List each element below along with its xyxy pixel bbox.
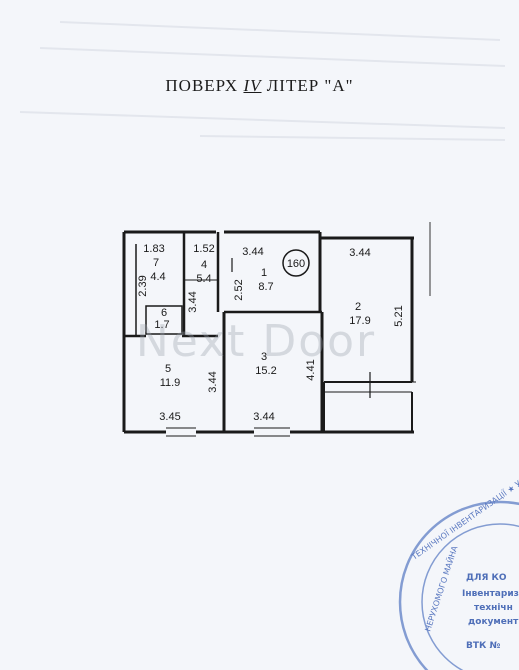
dim-r2-top: 3.44 (349, 247, 370, 259)
walls (122, 230, 416, 437)
dim-r2-side: 5.21 (393, 305, 405, 326)
dim-r3-bottom: 3.44 (253, 411, 274, 423)
stamp-arc-text: ТЕХНІЧНОЇ ІНВЕНТАРИЗАЦІЇ ★ УКРАЇ (409, 467, 519, 562)
page-title: ПОВЕРХ IV ЛІТЕР "А" (0, 76, 519, 96)
room-2-id: 2 (355, 301, 361, 313)
room-6-id: 6 (161, 307, 167, 319)
stamp-line-3: технічн (474, 602, 513, 613)
dim-r1-top: 3.44 (242, 246, 263, 258)
room-1-id: 1 (261, 267, 267, 279)
room-6-area: 1.7 (154, 319, 169, 331)
badge-160: 160 (282, 249, 310, 277)
dim-r4-top: 1.52 (193, 243, 214, 255)
title-floor-number: IV (243, 76, 262, 95)
room-5-area: 11.9 (160, 377, 181, 389)
stamp-line-1: ДЛЯ КО (466, 573, 507, 583)
stamp-arc-text-2: НЕРУХОМОГО МАЙНА (421, 544, 459, 633)
title-prefix: ПОВЕРХ (165, 76, 244, 95)
stamp-line-4: документ (468, 617, 519, 627)
stamp-line-5: ВТК № (466, 641, 500, 651)
dimension-labels: 1.83 1.52 3.44 3.44 2.39 3.44 2.52 5.21 … (137, 243, 405, 423)
room-3-id: 3 (261, 351, 267, 363)
stamp-line-2: Інвентариза (462, 589, 519, 599)
dim-r7-side: 2.39 (137, 275, 149, 296)
inventory-stamp: ТЕХНІЧНОЇ ІНВЕНТАРИЗАЦІЇ ★ УКРАЇ НЕРУХОМ… (398, 467, 519, 670)
room-2-area: 17.9 (349, 315, 370, 327)
room-7-area: 4.4 (150, 271, 165, 283)
title-suffix: ЛІТЕР "А" (261, 76, 354, 95)
bleed-through-lines (19, 21, 506, 141)
room-1-area: 8.7 (258, 281, 273, 293)
dim-r5-bottom: 3.45 (159, 411, 180, 423)
room-7-id: 7 (153, 257, 159, 269)
room-4-area: 5.4 (196, 273, 211, 285)
badge-label: 160 (287, 258, 305, 270)
dim-r3-side: 4.41 (305, 359, 317, 380)
dim-r1-side: 2.52 (233, 279, 245, 300)
room-5-id: 5 (165, 363, 171, 375)
room-labels: 7 4.4 4 5.4 1 8.7 2 17.9 6 1.7 3 15.2 5 … (150, 257, 370, 389)
dim-r5-side: 3.44 (207, 371, 219, 392)
room-3-area: 15.2 (255, 365, 276, 377)
dim-r4-side: 3.44 (187, 291, 199, 312)
dim-r7-top: 1.83 (143, 243, 164, 255)
watermark: Next Door (136, 316, 376, 367)
room-4-id: 4 (201, 259, 207, 271)
